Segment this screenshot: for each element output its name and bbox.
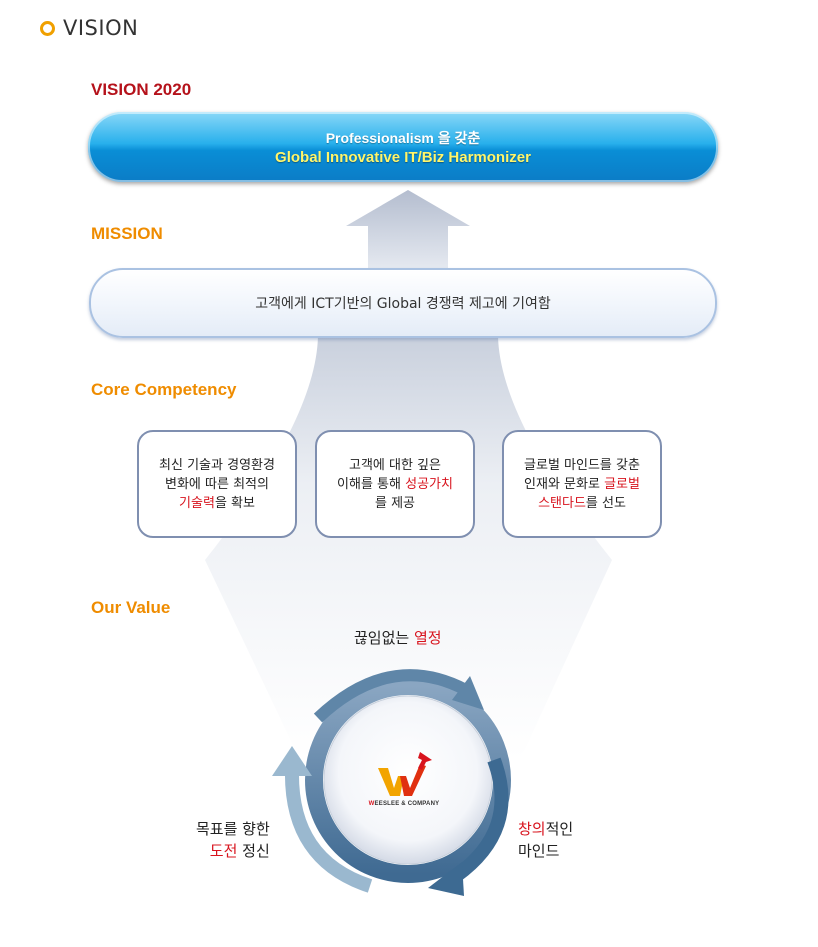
competency-1-line-3-rest: 을 확보 <box>215 496 255 511</box>
value-creativity-line-1: 창의적인 <box>518 818 573 840</box>
our-value-heading: Our Value <box>91 598 170 618</box>
competency-1-line-2: 변화에 따른 최적의 <box>159 475 275 494</box>
value-challenge-rest: 정신 <box>237 842 269 860</box>
competency-2-line-2: 이해를 통해 성공가치 <box>337 475 453 494</box>
competency-2-line-2-plain: 이해를 통해 <box>337 477 405 492</box>
competency-3-highlight-2: 스탠다드 <box>538 496 586 511</box>
value-creativity-rest: 적인 <box>546 820 574 838</box>
competency-2-line-3: 를 제공 <box>337 494 453 513</box>
core-competency-heading: Core Competency <box>91 380 236 400</box>
mission-text: 고객에게 ICT기반의 Global 경쟁력 제고에 기여함 <box>255 293 550 313</box>
value-challenge-line-2: 도전 정신 <box>196 840 270 862</box>
up-arrow-shape <box>346 190 470 270</box>
value-passion: 끊임없는 열정 <box>354 627 442 649</box>
mission-banner: 고객에게 ICT기반의 Global 경쟁력 제고에 기여함 <box>89 268 717 338</box>
value-creativity-line-2: 마인드 <box>518 840 573 862</box>
competency-3-line-3: 스탠다드를 선도 <box>524 494 640 513</box>
competency-1-line-1: 최신 기술과 경영환경 <box>159 456 275 475</box>
vision-banner: Professionalism 을 갖춘 Global Innovative I… <box>88 112 718 182</box>
value-passion-highlight: 열정 <box>414 629 442 647</box>
company-logo-icon <box>376 750 436 800</box>
competency-3-line-2: 인재와 문화로 글로벌 <box>524 475 640 494</box>
value-challenge-line-1: 목표를 향한 <box>196 818 270 840</box>
competency-3-line-3-rest: 를 선도 <box>586 496 626 511</box>
value-creativity: 창의적인 마인드 <box>518 818 573 862</box>
value-challenge: 목표를 향한 도전 정신 <box>196 818 270 862</box>
competency-2-line-1: 고객에 대한 깊은 <box>337 456 453 475</box>
competency-1-line-3: 기술력을 확보 <box>159 494 275 513</box>
company-logo-text: WEESLEE & COMPANY <box>356 801 452 807</box>
competency-3-highlight-1: 글로벌 <box>604 477 640 492</box>
competency-box-customer: 고객에 대한 깊은 이해를 통해 성공가치 를 제공 <box>315 430 475 538</box>
vision-heading: VISION 2020 <box>91 80 191 100</box>
vision-line-2: Global Innovative IT/Biz Harmonizer <box>88 149 718 166</box>
value-challenge-highlight: 도전 <box>210 842 238 860</box>
value-passion-plain: 끊임없는 <box>354 629 414 647</box>
logo-text-rest: EESLEE & COMPANY <box>375 801 440 807</box>
competency-box-global: 글로벌 마인드를 갖춘 인재와 문화로 글로벌 스탠다드를 선도 <box>502 430 662 538</box>
competency-3-line-2-plain: 인재와 문화로 <box>524 477 604 492</box>
competency-2-highlight: 성공가치 <box>405 477 453 492</box>
competency-box-technology: 최신 기술과 경영환경 변화에 따른 최적의 기술력을 확보 <box>137 430 297 538</box>
cycle-arrowhead-left <box>272 746 312 776</box>
competency-1-highlight: 기술력 <box>179 496 215 511</box>
mission-heading: MISSION <box>91 224 163 244</box>
value-creativity-highlight: 창의 <box>518 820 546 838</box>
competency-3-line-1: 글로벌 마인드를 갖춘 <box>524 456 640 475</box>
vision-line-1: Professionalism 을 갖춘 <box>88 128 718 148</box>
